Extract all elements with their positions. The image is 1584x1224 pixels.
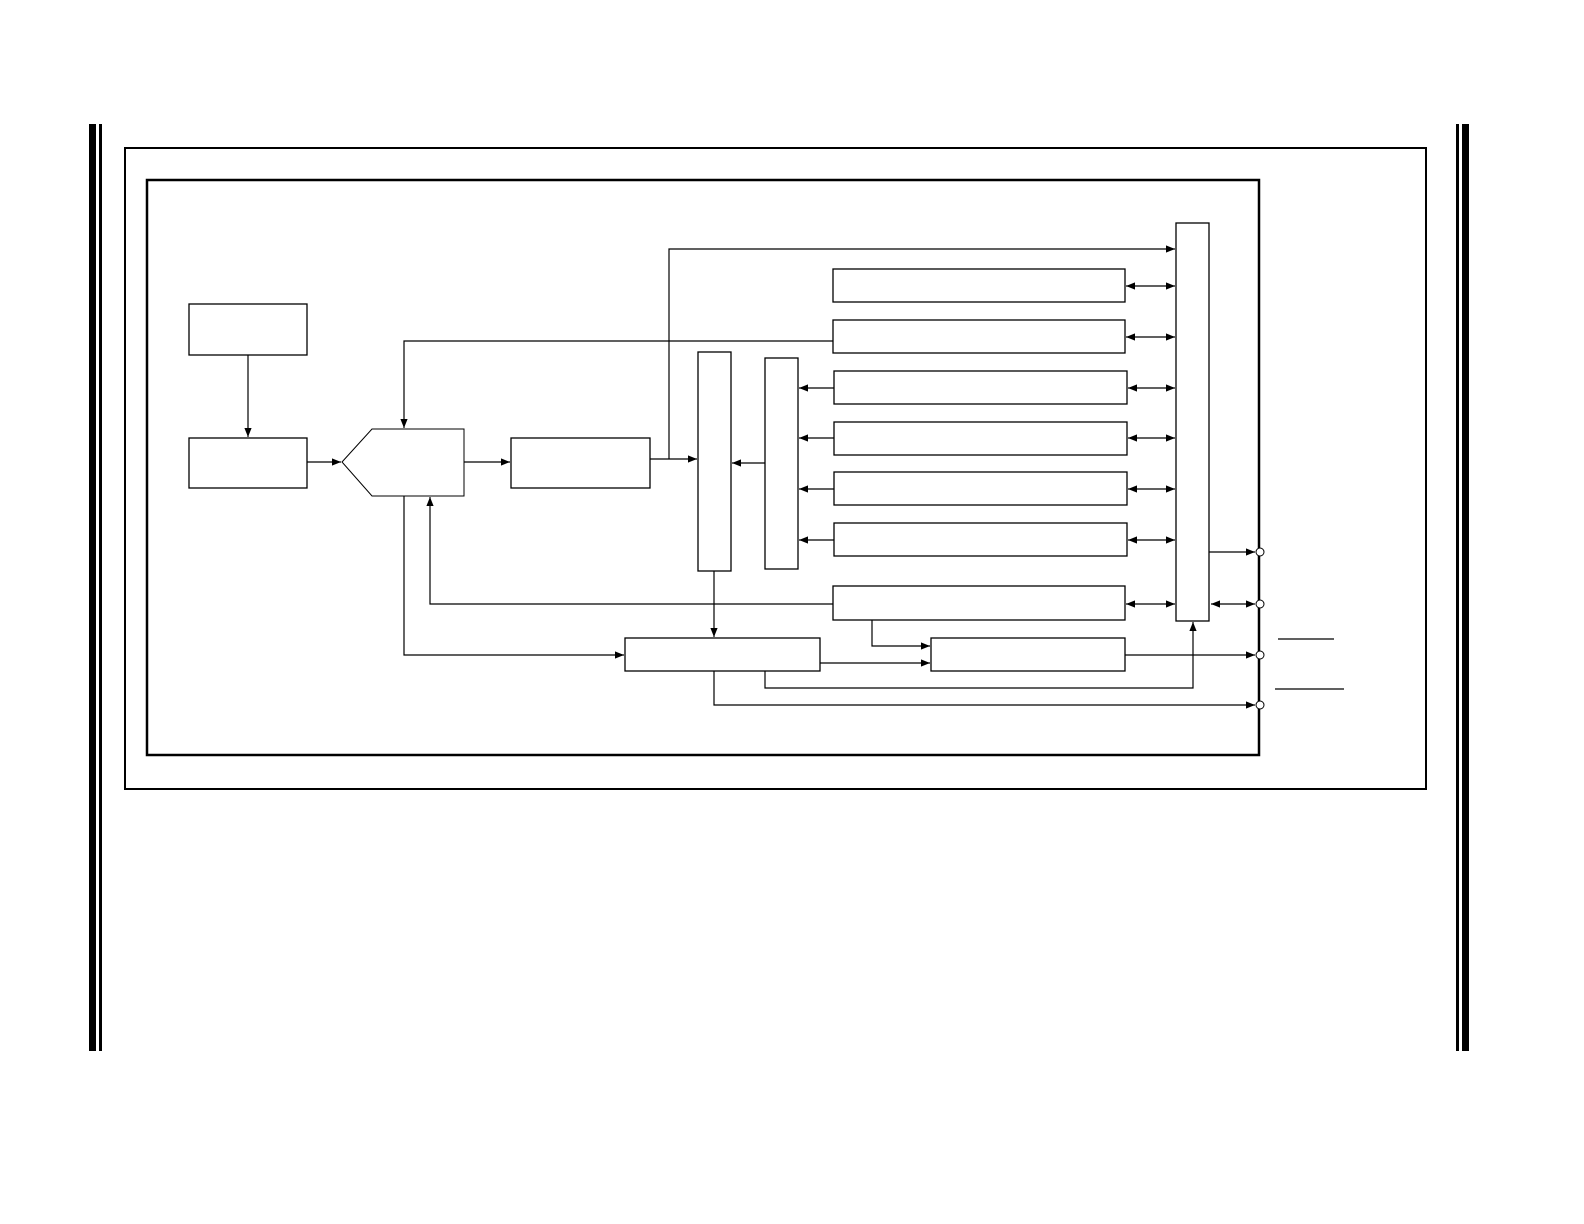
right-block-2 bbox=[832, 319, 1126, 354]
bottom-center-block bbox=[624, 637, 821, 672]
left-margin-bar-thin bbox=[99, 124, 102, 1051]
output-pin-3 bbox=[1255, 650, 1265, 660]
output-pin-1 bbox=[1255, 547, 1265, 557]
pentagon-block bbox=[341, 428, 465, 497]
top-left-block bbox=[188, 303, 308, 356]
right-block-3 bbox=[833, 370, 1128, 405]
right-margin-bar-thick bbox=[1462, 124, 1469, 1051]
arrow-block7-to-bottom-right bbox=[871, 620, 930, 650]
right-margin-bar-thin bbox=[1456, 124, 1459, 1051]
arrow-bottom-center-to-pin-4 bbox=[713, 671, 1255, 709]
output-pin-2 bbox=[1255, 599, 1265, 609]
center-block bbox=[510, 437, 651, 489]
outer-figure-frame bbox=[124, 147, 1427, 790]
device-boundary bbox=[145, 178, 1261, 757]
output-pin-4 bbox=[1255, 700, 1265, 710]
left-block bbox=[188, 437, 308, 489]
arrow-block7-to-pentagon bbox=[426, 497, 833, 605]
tall-bar-b bbox=[764, 357, 799, 570]
right-tall-bar bbox=[1175, 222, 1210, 622]
left-margin-bar-thick bbox=[89, 124, 96, 1051]
right-block-4 bbox=[833, 421, 1128, 456]
arrow-center-to-right-bar-top bbox=[668, 245, 1175, 459]
bottom-right-block bbox=[930, 637, 1126, 672]
right-block-1 bbox=[832, 268, 1126, 303]
arrow-block2-to-pentagon bbox=[400, 340, 833, 428]
arrow-pentagon-to-bottom-center bbox=[403, 496, 624, 659]
right-block-7 bbox=[832, 585, 1126, 621]
right-block-6 bbox=[833, 522, 1128, 557]
right-block-5 bbox=[833, 471, 1128, 506]
tall-bar-a bbox=[697, 351, 732, 572]
